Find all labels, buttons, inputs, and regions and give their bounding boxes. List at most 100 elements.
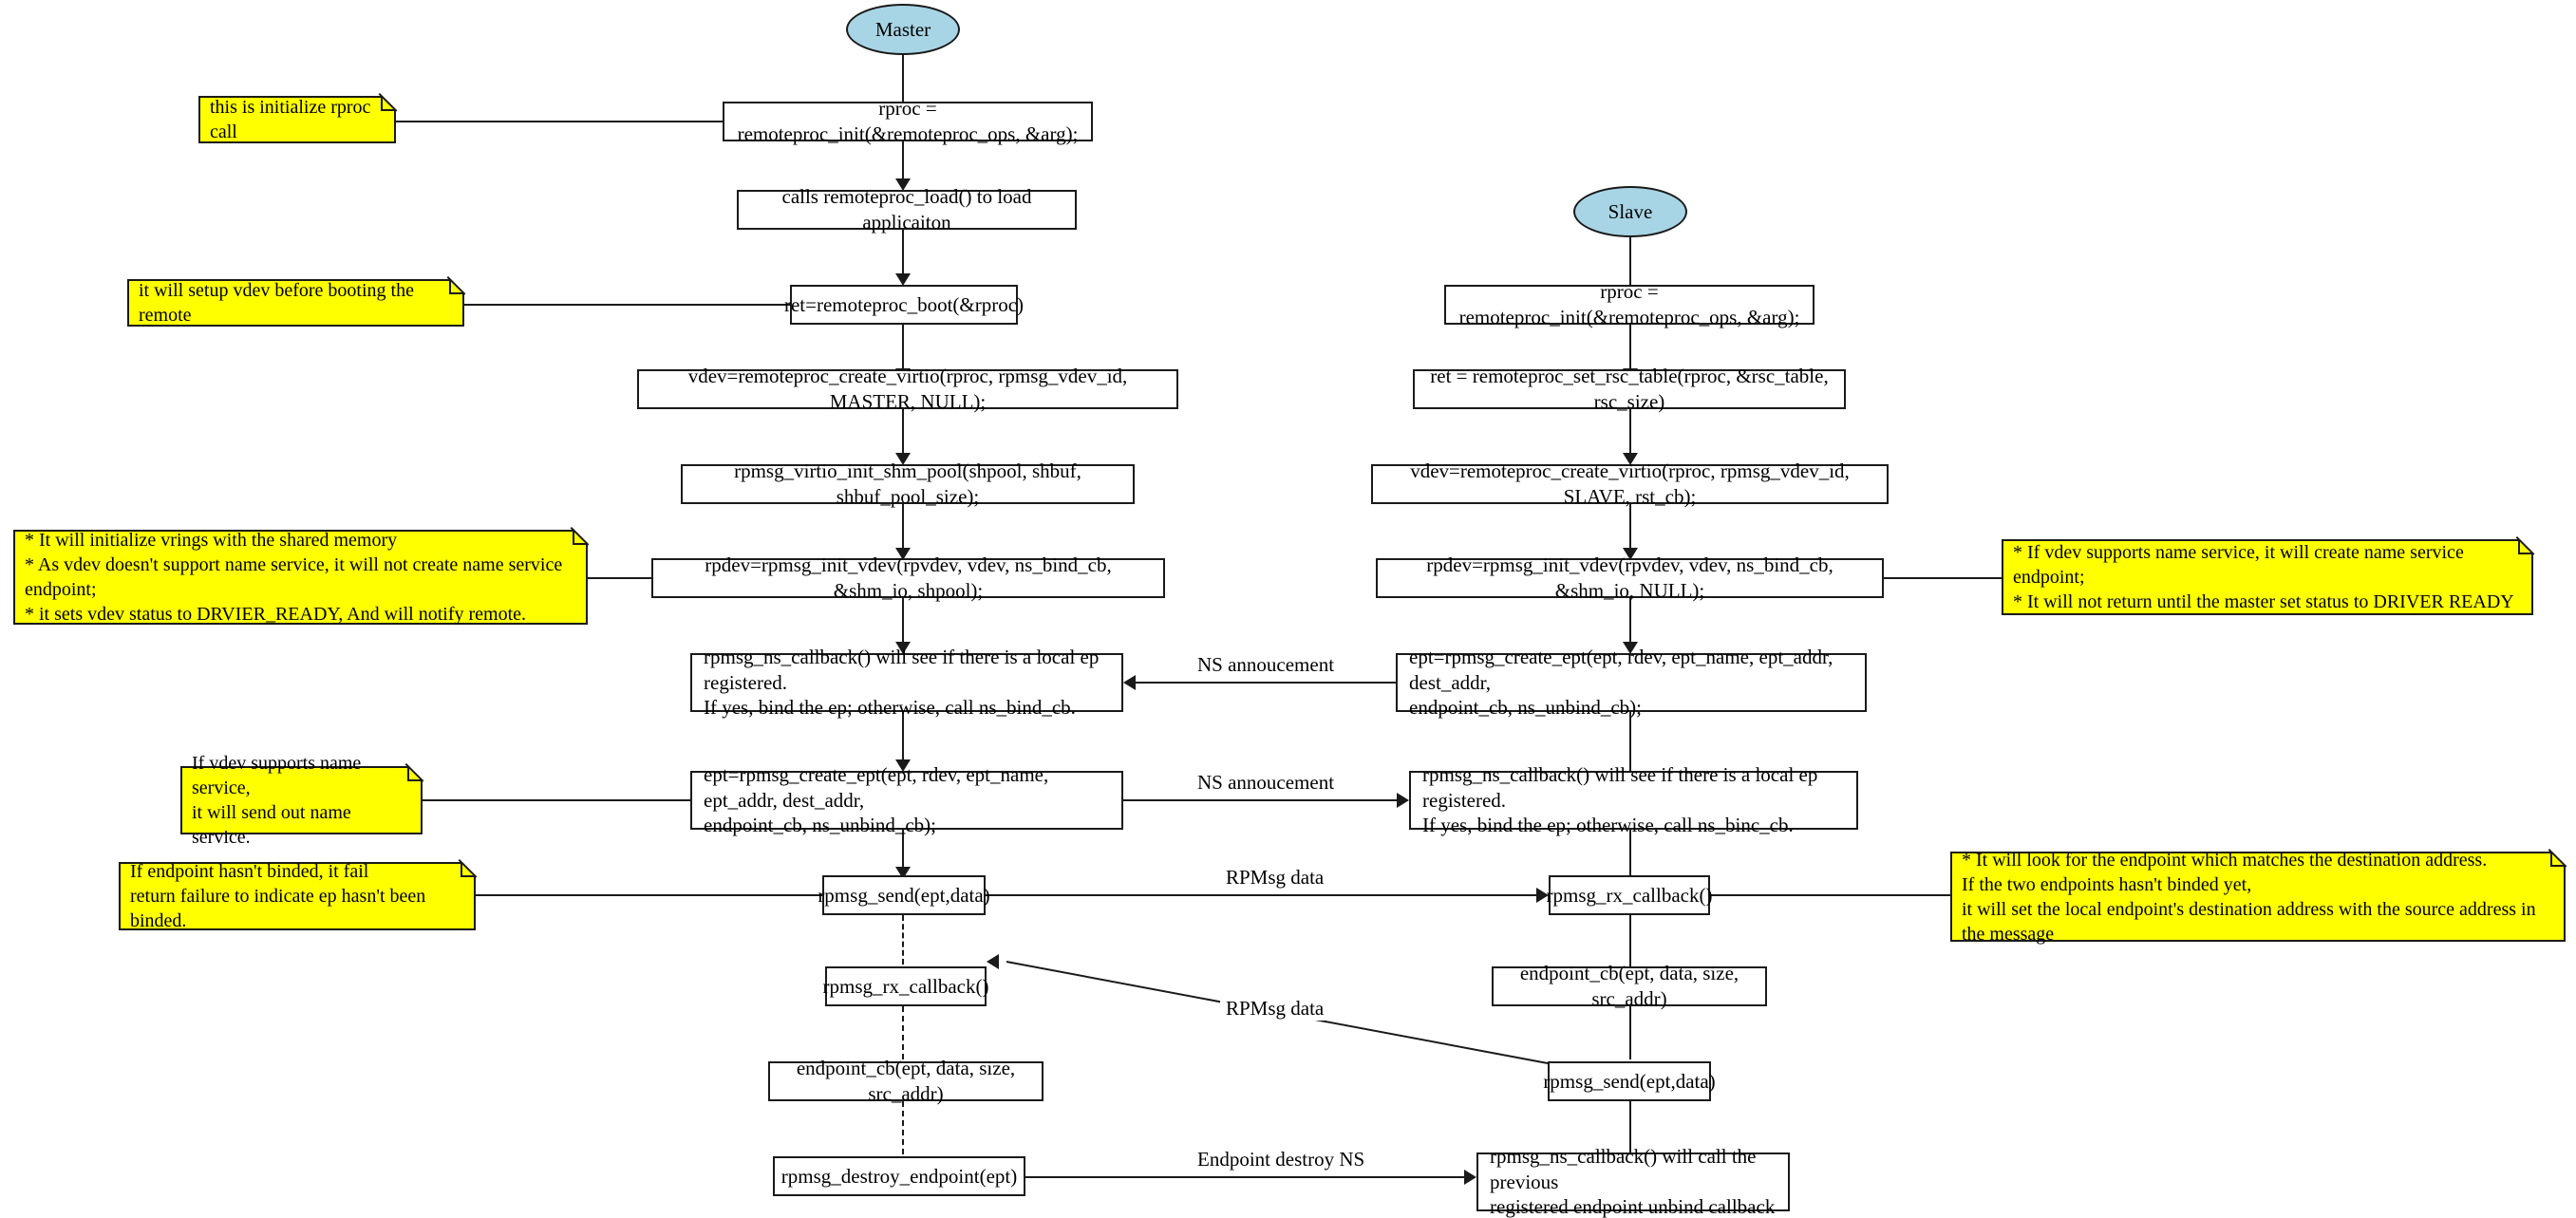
edge-ns-announcement-slave-to-master	[1136, 682, 1396, 684]
arrowhead-rpmsg-data-1	[1536, 888, 1549, 903]
master-node-ns-callback-label: rpmsg_ns_callback() will see if there is…	[704, 645, 1100, 720]
edge-slave-s7-to-s8	[1629, 915, 1631, 966]
slave-node-remoteproc-init[interactable]: rproc = remoteproc_init(&remoteproc_ops,…	[1444, 280, 1814, 328]
edge-master-start-to-n1	[902, 55, 904, 104]
slave-node-create-ept-label: ept=rpmsg_create_ept(ept, rdev, ept_name…	[1409, 645, 1833, 720]
arrowhead-slave-s3-s4	[1623, 548, 1638, 560]
edge-note6-to-slave-s4	[1882, 577, 2003, 579]
edge-master-n11-to-n12	[902, 1101, 904, 1154]
slave-node-endpoint-cb-label: endpoint_cb(ept, data, size, src_addr)	[1519, 962, 1739, 1010]
arrowhead-ns-announcement-1	[1123, 675, 1136, 690]
terminator-slave: Slave	[1573, 186, 1687, 237]
slave-node-create-virtio[interactable]: vdev=remoteproc_create_virtio(rproc, rpm…	[1371, 459, 1889, 508]
edge-slave-s5-to-s6	[1629, 712, 1631, 771]
master-node-ns-callback[interactable]: rpmsg_ns_callback() will see if there is…	[690, 646, 1123, 719]
terminator-slave-label: Slave	[1608, 199, 1653, 223]
edge-label-rpmsg-data-2: RPMsg data	[1220, 997, 1330, 1021]
slave-node-create-ept[interactable]: ept=rpmsg_create_ept(ept, rdev, ept_name…	[1396, 646, 1867, 719]
slave-node-ns-callback-unbind[interactable]: rpmsg_ns_callback() will call the previo…	[1476, 1145, 1790, 1218]
arrowhead-slave-send-to-master-rx	[987, 954, 999, 969]
edge-rpmsg-data-master-to-slave	[986, 894, 1536, 896]
master-node-remoteproc-init[interactable]: rproc = remoteproc_init(&remoteproc_ops,…	[723, 97, 1093, 145]
slave-node-create-virtio-label: vdev=remoteproc_create_virtio(rproc, rpm…	[1410, 459, 1850, 508]
edge-label-rpmsg-data-1: RPMsg data	[1220, 866, 1330, 890]
master-node-rpmsg-send-label: rpmsg_send(ept,data)	[818, 883, 990, 907]
master-node-rpmsg-rx-callback[interactable]: rpmsg_rx_callback()	[822, 966, 989, 1006]
master-node-destroy-endpoint[interactable]: rpmsg_destroy_endpoint(ept)	[773, 1156, 1025, 1196]
master-node-rpmsg-init-vdev[interactable]: rpdev=rpmsg_init_vdev(rpvdev, vdev, ns_b…	[651, 553, 1165, 602]
slave-node-ns-callback-unbind-label: rpmsg_ns_callback() will call the previo…	[1490, 1144, 1776, 1218]
slave-node-rpmsg-rx-callback[interactable]: rpmsg_rx_callback()	[1546, 875, 1713, 915]
note-setup-vdev-label: it will setup vdev before booting the re…	[139, 280, 414, 326]
slave-node-remoteproc-init-label: rproc = remoteproc_init(&remoteproc_ops,…	[1458, 280, 1800, 328]
edge-master-n4-to-n5	[902, 409, 904, 462]
edge-master-n1-to-n2	[902, 141, 904, 187]
note-name-service-send-label: If vdev supports name service, it will s…	[192, 753, 362, 848]
note-slave-name-service: * If vdev supports name service, it will…	[2002, 537, 2535, 615]
edge-slave-s1-to-s2	[1629, 325, 1631, 378]
master-node-rpmsg-init-vdev-label: rpdev=rpmsg_init_vdev(rpvdev, vdev, ns_b…	[705, 553, 1112, 602]
edge-slave-s2-to-s3	[1629, 409, 1631, 462]
slave-node-ns-callback-label: rpmsg_ns_callback() will see if there is…	[1422, 762, 1818, 837]
master-node-remoteproc-load[interactable]: calls remoteproc_load() to load applicai…	[737, 185, 1077, 234]
slave-node-rpmsg-send[interactable]: rpmsg_send(ept,data)	[1543, 1061, 1716, 1101]
edge-master-n6-to-n7	[902, 598, 904, 651]
note-fold-icon	[2550, 850, 2567, 867]
note-fold-icon	[573, 528, 590, 545]
edge-slave-s8-to-s9	[1629, 1006, 1631, 1059]
master-node-remoteproc-init-label: rproc = remoteproc_init(&remoteproc_ops,…	[737, 97, 1079, 145]
master-node-rpmsg-rx-callback-label: rpmsg_rx_callback()	[822, 974, 989, 998]
arrowhead-master-n6-n7	[895, 642, 911, 654]
slave-node-rpmsg-send-label: rpmsg_send(ept,data)	[1543, 1069, 1716, 1093]
note-initialize-rproc-label: this is initialize rproc call	[210, 97, 371, 142]
master-node-create-virtio-label: vdev=remoteproc_create_virtio(rproc, rpm…	[687, 365, 1128, 413]
slave-node-set-rsc-table[interactable]: ret = remoteproc_set_rsc_table(rproc, &r…	[1413, 365, 1846, 413]
slave-node-rpmsg-init-vdev[interactable]: rpdev=rpmsg_init_vdev(rpvdev, vdev, ns_b…	[1376, 553, 1884, 602]
master-node-create-ept[interactable]: ept=rpmsg_create_ept(ept, rdev, ept_name…	[690, 763, 1123, 836]
arrowhead-master-n2-n3	[895, 273, 911, 286]
master-node-init-shm-pool[interactable]: rpmsg_virtio_init_shm_pool(shpool, shbuf…	[681, 459, 1135, 508]
master-node-endpoint-cb[interactable]: endpoint_cb(ept, data, size, src_addr)	[768, 1057, 1044, 1105]
master-node-remoteproc-boot[interactable]: ret=remoteproc_boot(&rproc)	[784, 285, 1024, 325]
master-node-remoteproc-load-label: calls remoteproc_load() to load applicai…	[781, 185, 1032, 234]
note-fold-icon	[2518, 537, 2535, 554]
edge-master-n5-to-n6	[902, 504, 904, 557]
slave-node-ns-callback[interactable]: rpmsg_ns_callback() will see if there is…	[1409, 763, 1858, 836]
edge-slave-s9-to-s10	[1629, 1101, 1631, 1154]
master-node-endpoint-cb-label: endpoint_cb(ept, data, size, src_addr)	[796, 1057, 1016, 1105]
master-node-create-virtio[interactable]: vdev=remoteproc_create_virtio(rproc, rpm…	[637, 365, 1178, 413]
edge-master-n2-to-n3	[902, 230, 904, 283]
master-node-destroy-endpoint-label: rpmsg_destroy_endpoint(ept)	[780, 1164, 1018, 1188]
note-endpoint-destination-lookup: * It will look for the endpoint which ma…	[1950, 850, 2567, 945]
edge-note2-to-master-n3	[462, 304, 792, 306]
note-fold-icon	[461, 860, 478, 877]
note-fold-icon	[449, 277, 466, 294]
note-fold-icon	[381, 94, 398, 111]
note-slave-name-service-label: * If vdev supports name service, it will…	[2013, 542, 2514, 612]
slave-node-endpoint-cb[interactable]: endpoint_cb(ept, data, size, src_addr)	[1492, 962, 1767, 1010]
slave-node-rpmsg-init-vdev-label: rpdev=rpmsg_init_vdev(rpvdev, vdev, ns_b…	[1426, 553, 1833, 602]
note-init-vrings: * It will initialize vrings with the sha…	[13, 528, 590, 625]
master-node-rpmsg-send[interactable]: rpmsg_send(ept,data)	[818, 875, 990, 915]
slave-node-rpmsg-rx-callback-label: rpmsg_rx_callback()	[1546, 883, 1713, 907]
arrowhead-master-n4-n5	[895, 453, 911, 465]
note-endpoint-destination-lookup-label: * It will look for the endpoint which ma…	[1962, 849, 2536, 945]
edge-slave-s6-to-s7	[1629, 830, 1631, 875]
edge-master-n3-to-n4	[902, 325, 904, 378]
edge-slave-s4-to-s5	[1629, 598, 1631, 651]
edge-endpoint-destroy-ns	[1025, 1176, 1464, 1178]
arrowhead-ns-announcement-2	[1397, 793, 1409, 808]
slave-node-set-rsc-table-label: ret = remoteproc_set_rsc_table(rproc, &r…	[1430, 365, 1829, 413]
arrowhead-master-n7-n8	[895, 759, 911, 772]
edge-label-ns-announcement-1: NS annoucement	[1192, 653, 1341, 677]
edge-note1-to-master-n1	[394, 121, 724, 122]
master-node-create-ept-label: ept=rpmsg_create_ept(ept, rdev, ept_name…	[704, 762, 1049, 837]
note-init-vrings-label: * It will initialize vrings with the sha…	[25, 530, 563, 625]
edge-master-n8-to-n9	[902, 830, 904, 875]
edge-label-ns-announcement-2: NS annoucement	[1192, 771, 1341, 795]
terminator-master: Master	[846, 4, 960, 55]
edge-note4-to-master-n8	[421, 799, 692, 801]
edge-master-n10-to-n11	[902, 1006, 904, 1059]
master-node-init-shm-pool-label: rpmsg_virtio_init_shm_pool(shpool, shbuf…	[734, 459, 1081, 508]
